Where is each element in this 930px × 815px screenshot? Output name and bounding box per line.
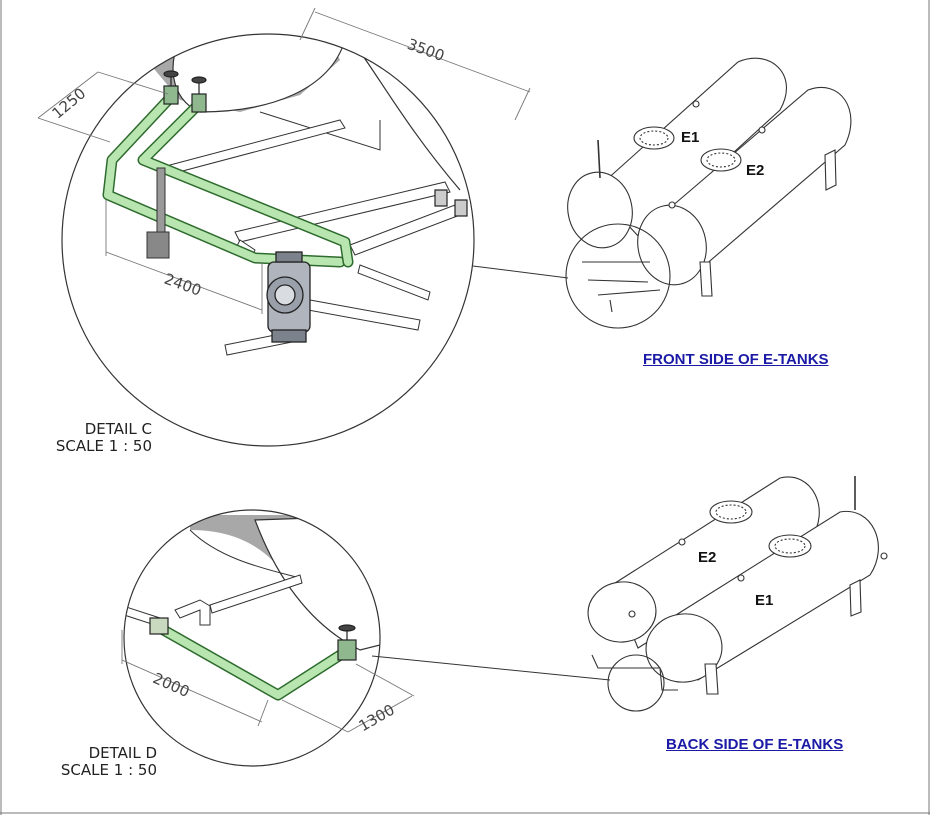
detail-c-scale: SCALE 1 : 50 [55, 437, 152, 455]
detail-d-leader-line [371, 655, 611, 681]
detail-c-valve-3 [434, 189, 468, 217]
front-tanks-view [565, 57, 852, 329]
detail-d-valve-2 [337, 624, 357, 661]
back-tag-e2: E2 [698, 549, 716, 566]
front-tag-e2: E2 [746, 162, 764, 179]
detail-d-title: DETAIL D [88, 744, 157, 762]
detail-c-view: 3500 1250 2400 [37, 7, 569, 447]
back-side-title[interactable]: BACK SIDE OF E-TANKS [666, 736, 844, 753]
detail-c-support-pipes [169, 119, 461, 356]
dimension-1250-label: 1250 [48, 84, 89, 122]
detail-d-scale: SCALE 1 : 50 [60, 761, 157, 779]
detail-d-circle [123, 509, 381, 767]
detail-c-tank-shell-2 [349, 39, 474, 201]
back-tag-e1: E1 [755, 592, 773, 609]
detail-c-circle [61, 33, 475, 447]
front-side-title[interactable]: FRONT SIDE OF E-TANKS [643, 351, 829, 368]
detail-c-valve-2 [191, 76, 207, 113]
detail-d-highlighted-pipe [154, 622, 351, 701]
front-detail-circle [565, 223, 671, 329]
detail-c-title: DETAIL C [84, 420, 152, 438]
dimension-2000 [121, 630, 269, 727]
front-tank-e1 [594, 57, 787, 239]
detail-c-diaphragm-pump [266, 251, 311, 343]
detail-c-label-block: DETAIL C SCALE 1 : 50 [40, 421, 152, 455]
back-tanks-view [587, 476, 888, 712]
dimension-3500-label: 3500 [405, 35, 447, 65]
detail-c-leader-line [472, 265, 569, 279]
detail-d-support-pipes [124, 574, 303, 627]
front-tag-e1: E1 [681, 129, 699, 146]
dimension-2400-label: 2400 [162, 270, 204, 300]
dimension-1300 [281, 663, 415, 733]
dimension-2000-label: 2000 [150, 669, 192, 701]
dimension-1300-label: 1300 [356, 701, 398, 736]
detail-d-valve-1 [149, 617, 169, 635]
back-detail-circle [607, 654, 665, 712]
detail-c-highlighted-pipe [102, 92, 354, 268]
detail-d-view: 2000 1300 [121, 509, 611, 767]
detail-d-label-block: DETAIL D SCALE 1 : 50 [45, 745, 157, 779]
dimension-3500 [299, 7, 531, 121]
detail-c-tank-shell [172, 34, 346, 113]
detail-c-valve-1 [163, 70, 179, 105]
detail-c-pipe-support [146, 167, 170, 259]
back-manway-e2 [709, 500, 753, 524]
dimension-2400 [105, 200, 263, 314]
dimension-1250 [37, 71, 169, 143]
